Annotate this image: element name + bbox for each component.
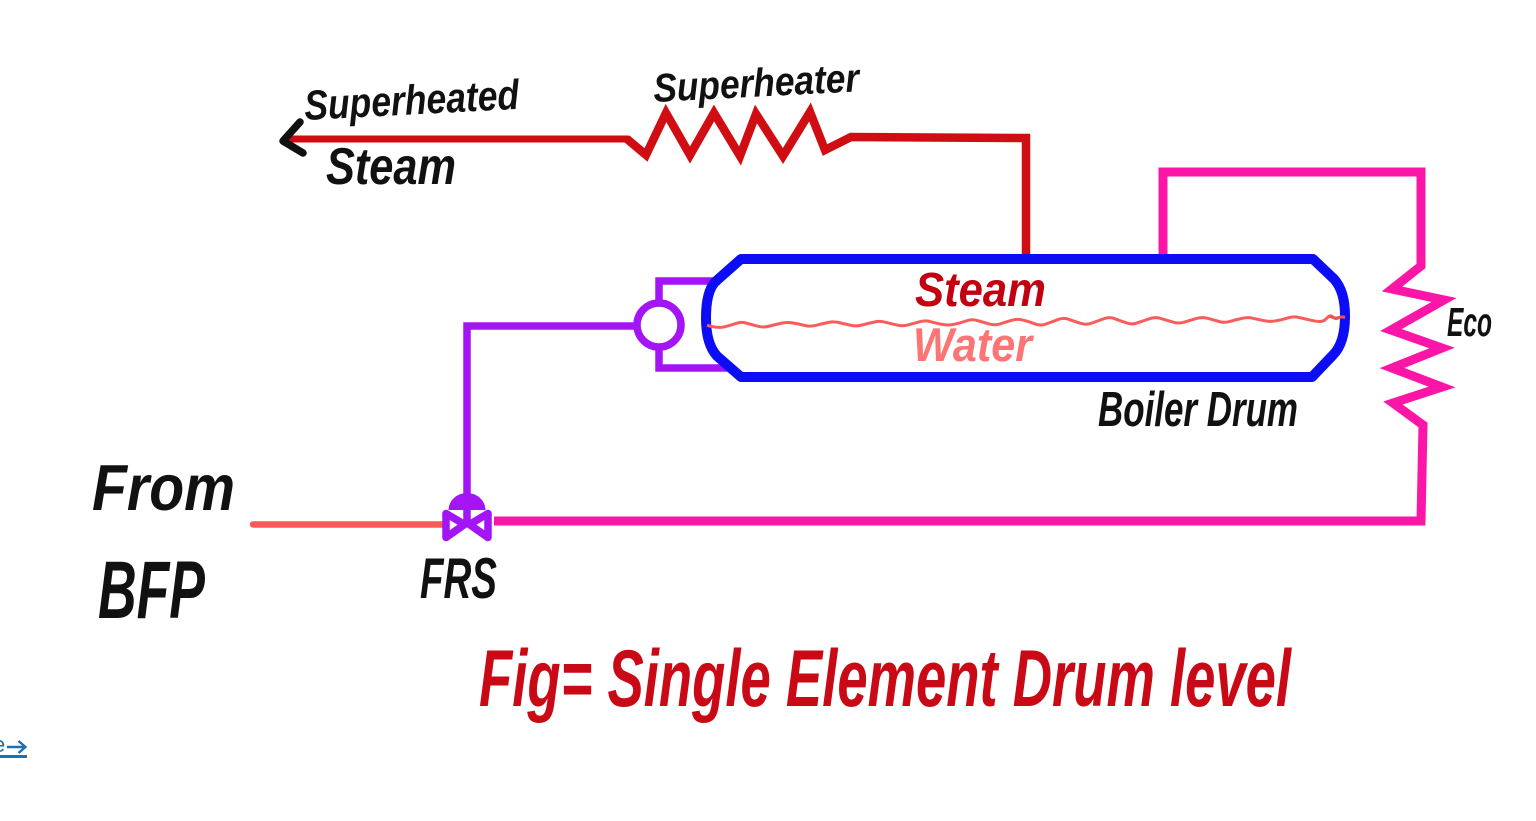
svg-text:Superheated: Superheated xyxy=(303,71,521,129)
svg-text:e: e xyxy=(0,732,5,757)
svg-text:BFP: BFP xyxy=(98,544,206,635)
svg-text:Water: Water xyxy=(913,319,1034,372)
svg-text:From: From xyxy=(92,453,235,525)
svg-text:Eco: Eco xyxy=(1447,300,1492,345)
svg-text:Boiler Drum: Boiler Drum xyxy=(1098,382,1298,437)
svg-text:FRS: FRS xyxy=(420,546,497,610)
svg-text:Steam: Steam xyxy=(326,137,456,195)
svg-text:Steam: Steam xyxy=(915,264,1046,317)
svg-text:Superheater: Superheater xyxy=(652,56,862,111)
svg-text:Fig= Single Element Drum level: Fig= Single Element Drum level xyxy=(479,634,1293,724)
